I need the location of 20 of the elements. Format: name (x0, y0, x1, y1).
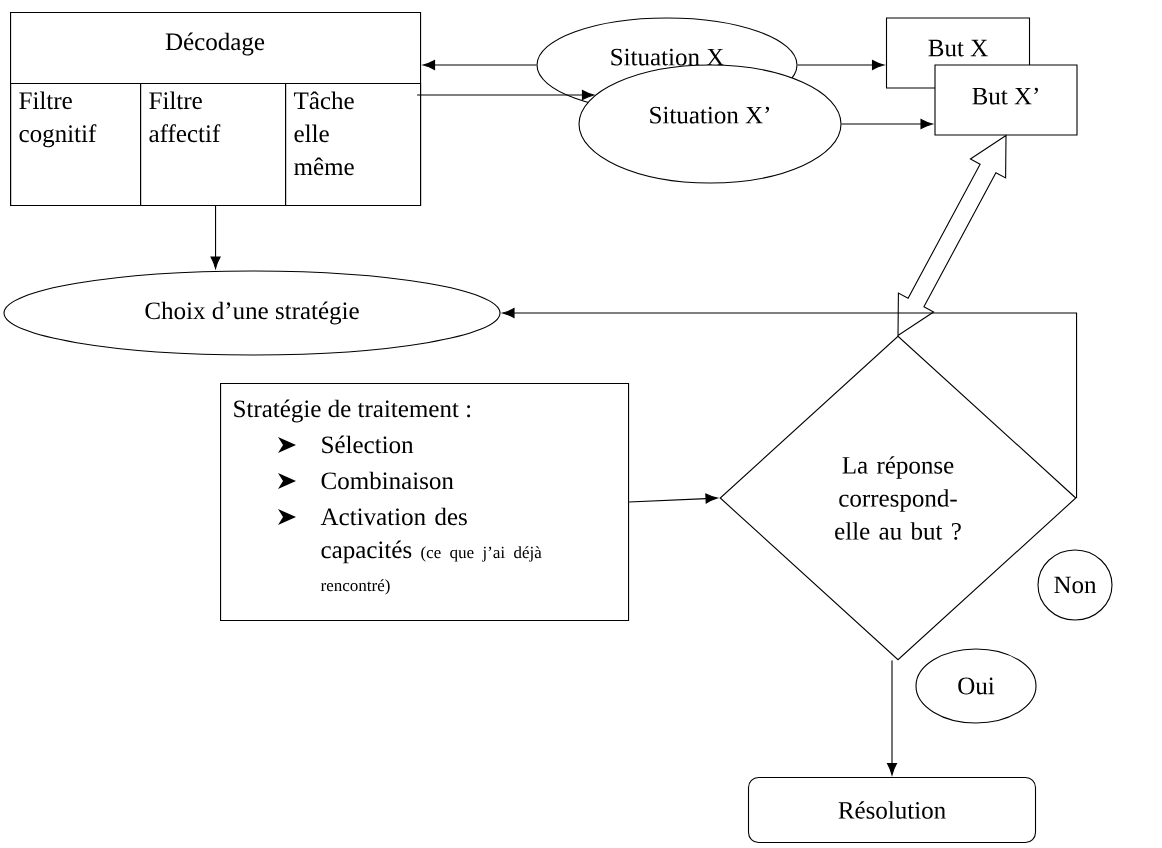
arrow (841, 118, 933, 130)
goal-box: But X’ (934, 64, 1078, 136)
arrow (416, 89, 595, 101)
list-item: Activation des capacités (ce que j’ai déjà rencontré) (320, 507, 542, 595)
arrow (210, 205, 221, 269)
arrow (502, 307, 1078, 499)
arrow (628, 493, 718, 504)
ellipse-node: Non (1037, 549, 1113, 621)
table-cell: Tâche elle même (285, 83, 422, 207)
arrow (422, 59, 537, 71)
list-item: Combinaison (321, 471, 454, 490)
ellipse-node: Oui (915, 648, 1037, 724)
table-cell: Filtre cognitif (10, 83, 142, 207)
table-cell: Filtre affectif (140, 83, 287, 207)
result-box: Résolution (747, 776, 1037, 844)
arrow (886, 660, 898, 776)
list-item: Sélection (322, 435, 414, 454)
strategy-box: Stratégie de traitement : Sélection Combinaison Activation des capacités (ce que j’ai déjà rencontré) (220, 383, 630, 622)
arrow (797, 59, 885, 71)
ellipse-node: Choix d’une stratégie (3, 270, 501, 356)
